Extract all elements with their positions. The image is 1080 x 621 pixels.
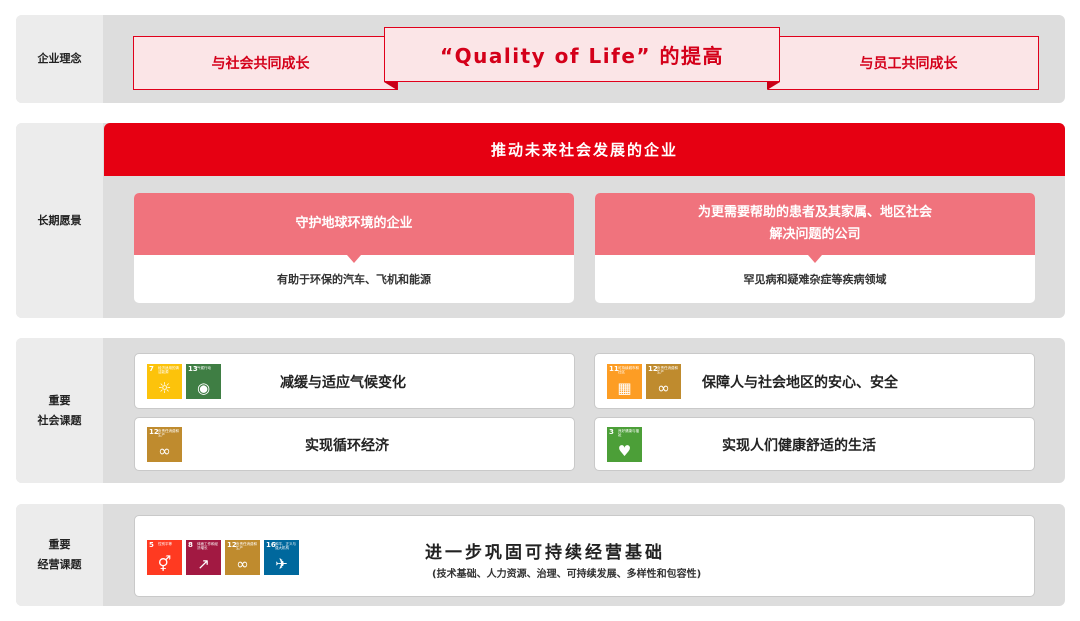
philosophy-label: 企业理念 xyxy=(16,15,103,103)
issue-label: 减缓与适应气候变化 xyxy=(280,375,406,391)
vision-card-title-line: 为更需要帮助的患者及其家属、地区社会 xyxy=(697,205,932,220)
sdg-number: 8 xyxy=(188,541,193,549)
vision-card-body: 罕见病和疑难杂症等疾病领域 xyxy=(595,255,1035,303)
sdg-number: 16 xyxy=(266,541,276,549)
sdg-badge: 5 性别平等 ⚥ xyxy=(147,540,182,575)
eye-globe-icon: ◉ xyxy=(196,379,211,397)
sdg-caption: 和平、正义与强大机构 xyxy=(275,542,296,550)
sdg-number: 5 xyxy=(149,541,154,549)
growth-icon: ↗ xyxy=(197,555,210,573)
sdg-caption: 可持续城市和社区 xyxy=(618,366,639,374)
vision-label-text: 长期愿景 xyxy=(37,213,82,227)
sdg-caption: 负责任消费和生产 xyxy=(236,542,257,550)
infinity-icon: ∞ xyxy=(158,442,171,460)
sdg-number: 12 xyxy=(648,365,658,373)
vision-card-patients: 为更需要帮助的患者及其家属、地区社会 解决问题的公司 罕见病和疑难杂症等疾病领域 xyxy=(595,193,1035,303)
sdg-caption: 气候行动 xyxy=(197,366,211,370)
sdg-badge: 12 负责任消费和生产 ∞ xyxy=(147,427,182,462)
vision-banner-text: 推动未来社会发展的企业 xyxy=(490,141,678,159)
issue-label: 实现循环经济 xyxy=(305,438,389,454)
management-label-line: 重要 xyxy=(48,538,71,551)
philosophy-center-box: “Quality of Life” 的提高 xyxy=(384,27,780,82)
sdg-caption: 负责任消费和生产 xyxy=(657,366,678,374)
philosophy-left-text: 与社会共同成长 xyxy=(211,56,310,72)
vision-card-title: 守护地球环境的企业 xyxy=(134,193,574,255)
philosophy-right-box: 与员工共同成长 xyxy=(768,36,1039,90)
management-box: 5 性别平等 ⚥ 8 体面工作和经济增长 ↗ 12 负责任消费和生产 ∞ 16 … xyxy=(134,515,1035,597)
vision-card-environment: 守护地球环境的企业 有助于环保的汽车、飞机和能源 xyxy=(134,193,574,303)
sdg-badge: 7 经济适用的清洁能源 ☼ xyxy=(147,364,182,399)
vision-banner: 推动未来社会发展的企业 xyxy=(104,123,1065,176)
vision-card-title-line: 解决问题的公司 xyxy=(769,227,861,242)
issue-label: 实现人们健康舒适的生活 xyxy=(722,438,876,454)
management-label: 重要 经营课题 xyxy=(16,504,103,606)
gender-icon: ⚥ xyxy=(157,555,172,573)
vision-label: 长期愿景 xyxy=(16,123,103,318)
vision-card-pointer xyxy=(808,255,822,263)
issue-label: 保障人与社会地区的安心、安全 xyxy=(702,375,898,391)
sdg-number: 12 xyxy=(227,541,237,549)
vision-card-pointer xyxy=(347,255,361,263)
sdg-number: 11 xyxy=(609,365,619,373)
sdg-number: 12 xyxy=(149,428,159,436)
management-subtitle: (技术基础、人力资源、治理、可持续发展、多样性和包容性) xyxy=(432,569,702,580)
heartbeat-icon: ♥ xyxy=(617,442,632,460)
social-label: 重要 社会课题 xyxy=(16,338,103,483)
city-icon: ▦ xyxy=(617,379,632,397)
vision-card-title-line: 守护地球环境的企业 xyxy=(295,216,413,231)
sdg-badge: 16 和平、正义与强大机构 ✈ xyxy=(264,540,299,575)
sdg-caption: 性别平等 xyxy=(158,542,172,546)
issue-climate: 7 经济适用的清洁能源 ☼ 13 气候行动 ◉ 减缓与适应气候变化 xyxy=(134,353,575,409)
sun-icon: ☼ xyxy=(157,379,172,397)
sdg-badge: 12 负责任消费和生产 ∞ xyxy=(646,364,681,399)
dove-icon: ✈ xyxy=(275,555,288,573)
vision-card-body: 有助于环保的汽车、飞机和能源 xyxy=(134,255,574,303)
sdg-caption: 良好健康与福祉 xyxy=(618,429,639,437)
vision-card-body-text: 罕见病和疑难杂症等疾病领域 xyxy=(743,273,887,286)
philosophy-center-text: “Quality of Life” 的提高 xyxy=(439,44,725,68)
issue-healthy-life: 3 良好健康与福祉 ♥ 实现人们健康舒适的生活 xyxy=(594,417,1035,471)
infinity-icon: ∞ xyxy=(236,555,249,573)
sdg-badge: 12 负责任消费和生产 ∞ xyxy=(225,540,260,575)
sdg-number: 7 xyxy=(149,365,154,373)
management-title: 进一步巩固可持续经营基础 xyxy=(425,543,665,563)
sdg-badge: 3 良好健康与福祉 ♥ xyxy=(607,427,642,462)
sdg-badge: 13 气候行动 ◉ xyxy=(186,364,221,399)
philosophy-right-text: 与员工共同成长 xyxy=(859,56,958,72)
issue-circular-economy: 12 负责任消费和生产 ∞ 实现循环经济 xyxy=(134,417,575,471)
sdg-badge: 11 可持续城市和社区 ▦ xyxy=(607,364,642,399)
sdg-number: 3 xyxy=(609,428,614,436)
philosophy-left-box: 与社会共同成长 xyxy=(133,36,398,90)
sdg-caption: 负责任消费和生产 xyxy=(158,429,179,437)
social-label-line: 社会课题 xyxy=(37,413,82,427)
vision-card-title: 为更需要帮助的患者及其家属、地区社会 解决问题的公司 xyxy=(595,193,1035,255)
sdg-badge: 8 体面工作和经济增长 ↗ xyxy=(186,540,221,575)
vision-card-body-text: 有助于环保的汽车、飞机和能源 xyxy=(277,273,431,286)
sdg-caption: 经济适用的清洁能源 xyxy=(158,366,179,374)
sdg-caption: 体面工作和经济增长 xyxy=(197,542,218,550)
ribbon-fold-right xyxy=(767,82,780,90)
sdg-number: 13 xyxy=(188,365,198,373)
management-label-line: 经营课题 xyxy=(37,558,82,571)
philosophy-label-text: 企业理念 xyxy=(37,52,82,65)
infinity-icon: ∞ xyxy=(657,379,670,397)
ribbon-fold-left xyxy=(384,82,397,90)
issue-safety: 11 可持续城市和社区 ▦ 12 负责任消费和生产 ∞ 保障人与社会地区的安心、… xyxy=(594,353,1035,409)
social-label-line: 重要 xyxy=(48,393,71,407)
